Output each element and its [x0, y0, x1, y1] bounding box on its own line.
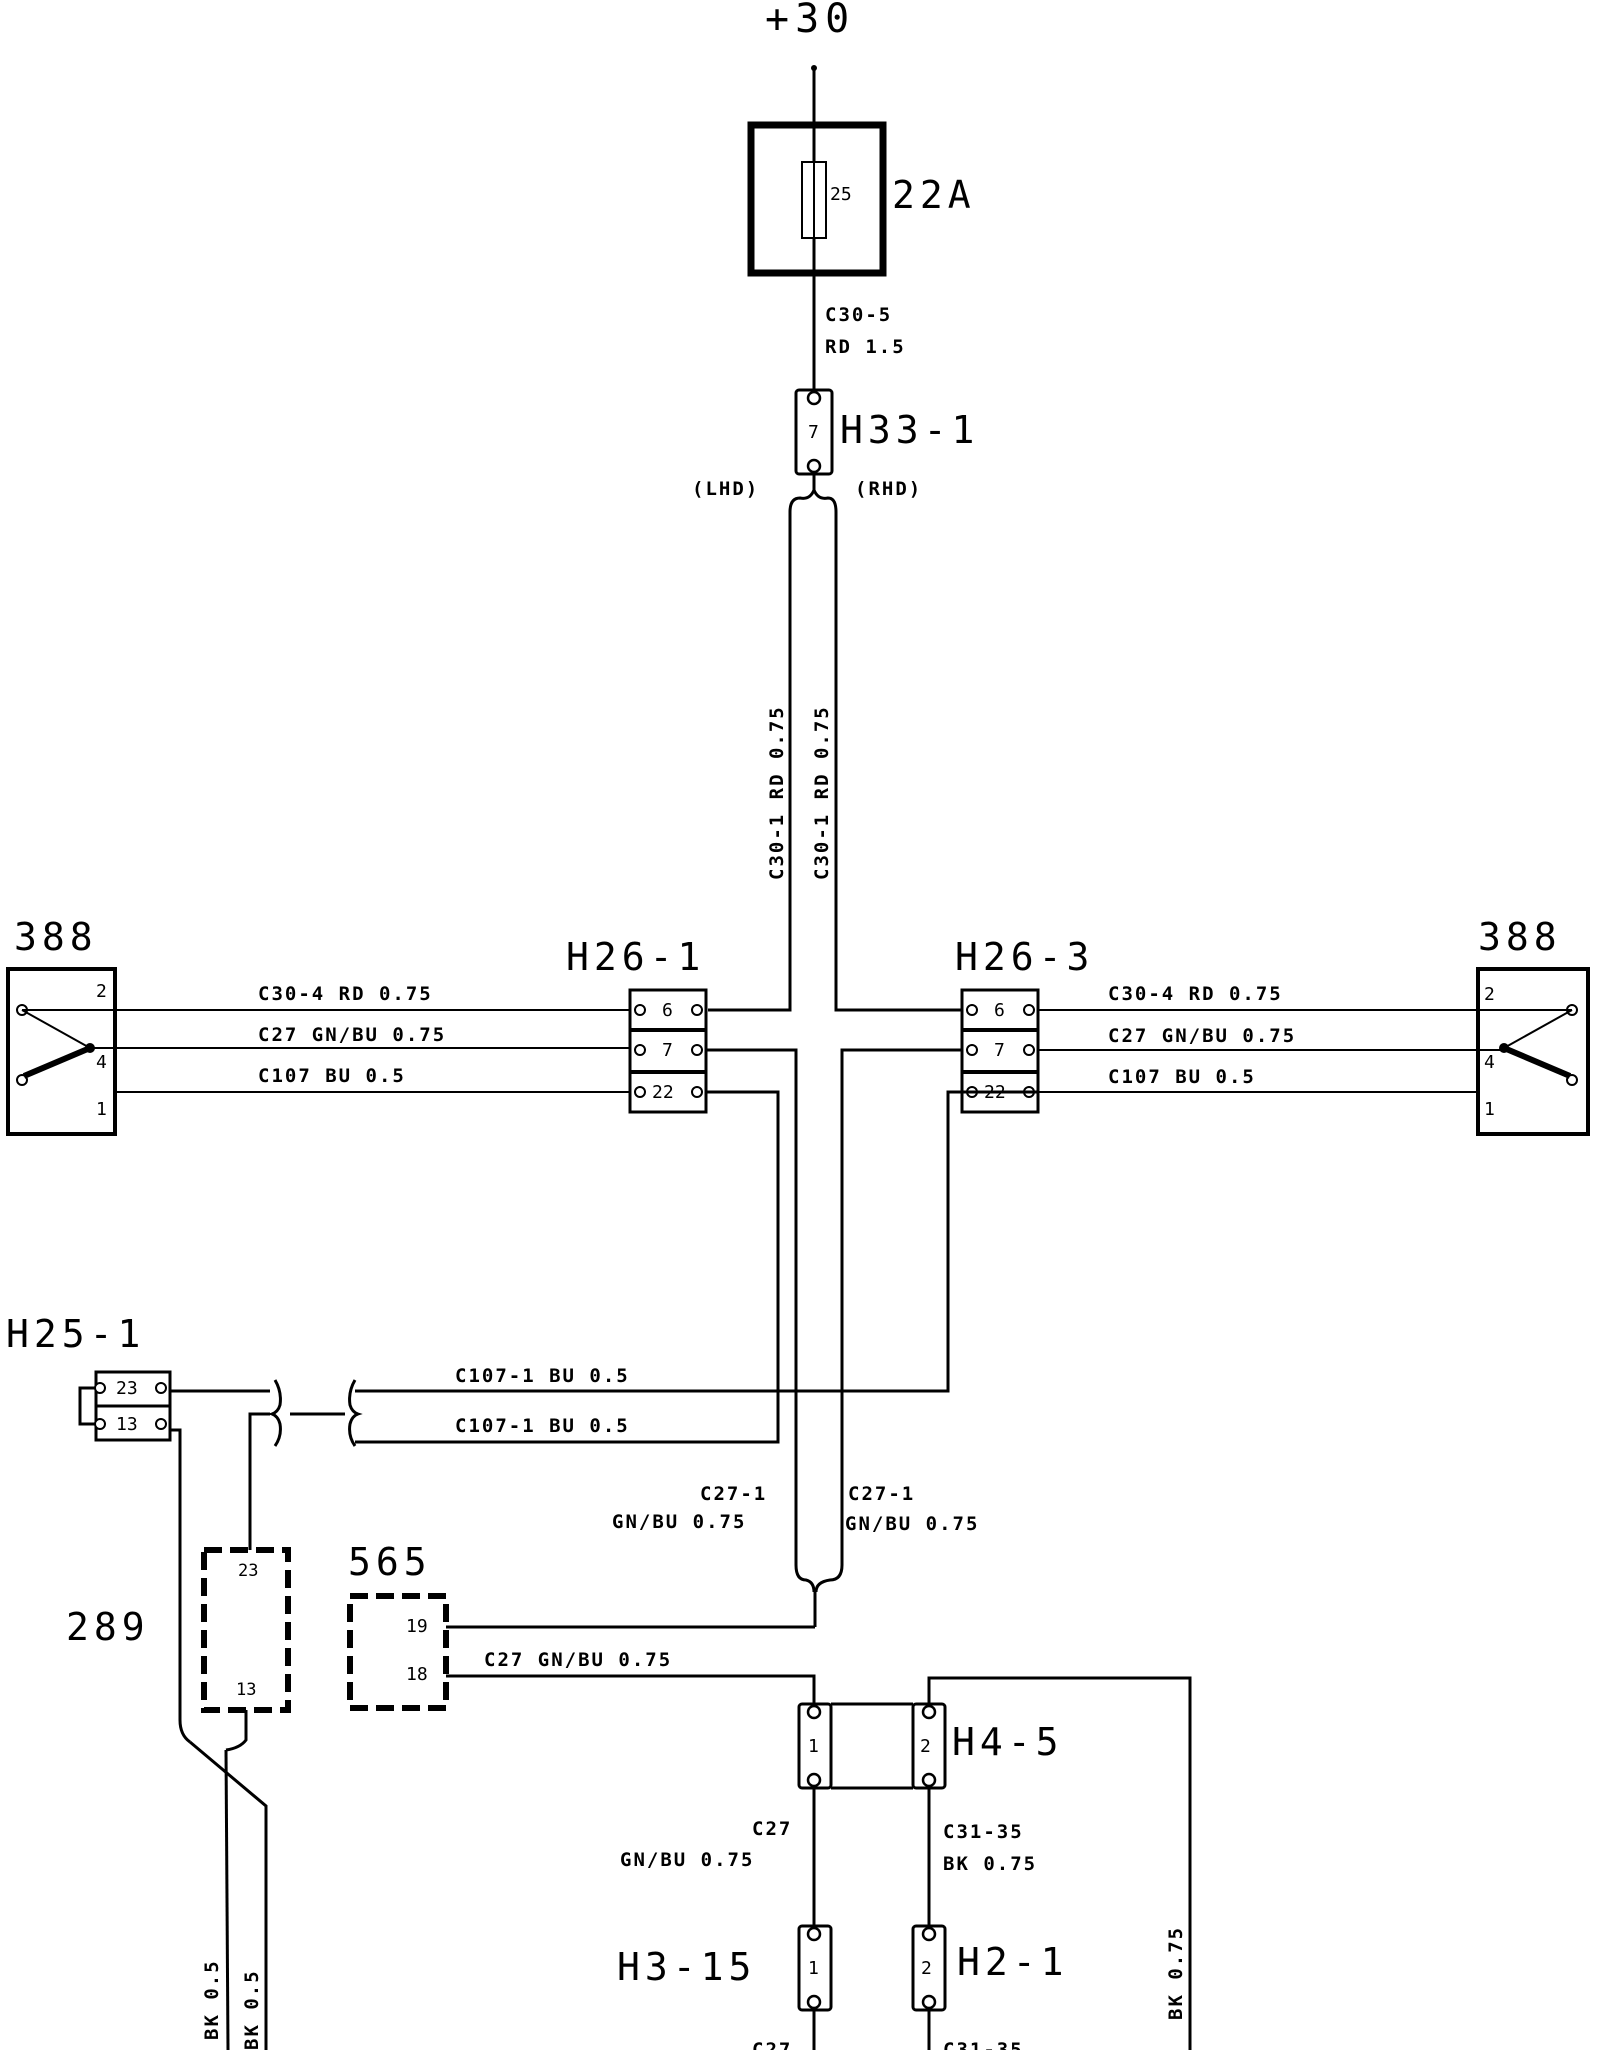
c289-label: 289	[66, 1605, 150, 1649]
h4-5-pin2: 2	[920, 1736, 931, 1757]
h26-3-pin6: 6	[994, 1000, 1005, 1021]
fuse-box: 25 22A	[747, 121, 976, 277]
connector-h33-1: 7 H33-1	[794, 388, 979, 476]
lhd-label: (LHD)	[692, 478, 759, 500]
wire-bk-left-down	[224, 1749, 230, 2050]
h25-1-label: H25-1	[6, 1312, 145, 1356]
h26-3-pin7: 7	[994, 1040, 1005, 1061]
right-bot-label: C107 BU 0.5	[1108, 1066, 1256, 1088]
wire-c107-1-from-h26-3	[355, 1090, 1038, 1393]
h25-pin13: 13	[116, 1414, 138, 1435]
bk-right-label: BK 0.75	[1165, 1926, 1187, 2020]
riser-left-label: C30-1 RD 0.75	[766, 705, 788, 880]
left-mid-label: C27 GN/BU 0.75	[258, 1024, 446, 1046]
bk-left2-label: BK 0.5	[241, 1969, 263, 2050]
wire-merge-to-289	[248, 1412, 270, 1430]
wire-c107-1-from-h26-1	[355, 1090, 780, 1444]
fuse-label: 22A	[892, 173, 976, 217]
h26-1-pin6: 6	[662, 1000, 673, 1021]
switch-left-pin2: 2	[96, 981, 107, 1002]
h2-1-pin: 2	[921, 1958, 932, 1979]
c31-code: C31-35	[943, 1821, 1024, 1843]
bracket-c107-right	[348, 1379, 363, 1447]
switch-right-pin2: 2	[1484, 984, 1495, 1005]
wire-bk-right-down	[189, 1740, 268, 2050]
h3-15-label: H3-15	[617, 1945, 756, 1989]
h26-3-label: H26-3	[955, 935, 1094, 979]
left-top-label: C30-4 RD 0.75	[258, 983, 433, 1005]
switch-left-pin1: 1	[96, 1099, 107, 1120]
bk-left1-label: BK 0.5	[201, 1959, 223, 2040]
c565-label: 565	[348, 1540, 432, 1584]
h33-label: H33-1	[840, 408, 979, 452]
component-289: 289 23 13	[66, 1547, 291, 1713]
riser-right-label: C30-1 RD 0.75	[811, 705, 833, 880]
right-top-label: C30-4 RD 0.75	[1108, 983, 1283, 1005]
switch-left-label: 388	[14, 915, 98, 959]
h26-1-label: H26-1	[566, 935, 705, 979]
c27-low-code: C27	[752, 1818, 792, 1840]
h2-1-label: H2-1	[957, 1940, 1069, 1984]
c27-left-code: C27-1	[700, 1483, 767, 1505]
switch-right-pin4: 4	[1484, 1052, 1495, 1073]
c289-pin13: 13	[236, 1680, 256, 1700]
switch-right-label: 388	[1478, 915, 1562, 959]
rhd-label: (RHD)	[855, 478, 922, 500]
wire-565-pin18	[446, 1674, 816, 1704]
c27-to-h45-label: C27 GN/BU 0.75	[484, 1649, 672, 1671]
c107-lower-label: C107-1 BU 0.5	[455, 1415, 630, 1437]
c289-pin23: 23	[238, 1561, 258, 1581]
wire-c27-1-right	[814, 1048, 962, 1593]
h26-1-pin22: 22	[652, 1082, 674, 1103]
c27-right-spec: GN/BU 0.75	[845, 1513, 979, 1535]
h4-5-pin1: 1	[808, 1736, 819, 1757]
bracket-c107-left	[267, 1379, 282, 1447]
connector-h3-15: 1 H3-15	[617, 1924, 833, 2012]
connector-h4-5: 1 2 H4-5	[797, 1702, 1064, 1790]
fuse-number: 25	[830, 184, 852, 205]
c27-cut-label: C27	[752, 2039, 792, 2050]
wire-label-c30-5: C30-5	[825, 304, 892, 326]
c565-pin18: 18	[406, 1664, 428, 1685]
h33-pin: 7	[808, 422, 819, 443]
h26-1-pin7: 7	[662, 1040, 673, 1061]
switch-right-pin1: 1	[1484, 1099, 1495, 1120]
connector-h26-1: H26-1 6 7 22	[566, 935, 708, 1114]
c565-pin19: 19	[406, 1616, 428, 1637]
wire-c27-1-left	[706, 1048, 816, 1593]
switch-388-right: 388 2 4 1	[1476, 915, 1590, 1136]
wire-label-rd15: RD 1.5	[825, 336, 906, 358]
h3-15-pin: 1	[808, 1958, 819, 1979]
supply-label: +30	[765, 0, 855, 42]
c27-low-spec: GN/BU 0.75	[620, 1849, 754, 1871]
wire-c31-35-right	[927, 1676, 1192, 2050]
wire-h25-13	[170, 1428, 191, 1744]
connector-h26-3: H26-3 6 7 22	[955, 935, 1094, 1114]
wire-c30-1-lhd	[708, 474, 816, 1012]
wire-c30-1-rhd	[812, 489, 962, 1012]
h4-5-label: H4-5	[952, 1720, 1064, 1764]
connector-h2-1: 2 H2-1	[911, 1924, 1069, 2012]
h25-pin23: 23	[116, 1378, 138, 1399]
wire-289-13-out	[225, 1710, 248, 1752]
c31-spec: BK 0.75	[943, 1853, 1037, 1875]
c27-left-spec: GN/BU 0.75	[612, 1511, 746, 1533]
component-565: 565 19 18	[347, 1540, 449, 1711]
left-bot-label: C107 BU 0.5	[258, 1065, 406, 1087]
c31-cut-label: C31-35	[943, 2039, 1024, 2050]
right-mid-label: C27 GN/BU 0.75	[1108, 1025, 1296, 1047]
c107-upper-label: C107-1 BU 0.5	[455, 1365, 630, 1387]
switch-388-left: 388 2 4 1	[6, 915, 117, 1136]
switch-left-pin4: 4	[96, 1052, 107, 1073]
connector-h25-1: H25-1 23 13	[6, 1312, 172, 1442]
c27-right-code: C27-1	[848, 1483, 915, 1505]
